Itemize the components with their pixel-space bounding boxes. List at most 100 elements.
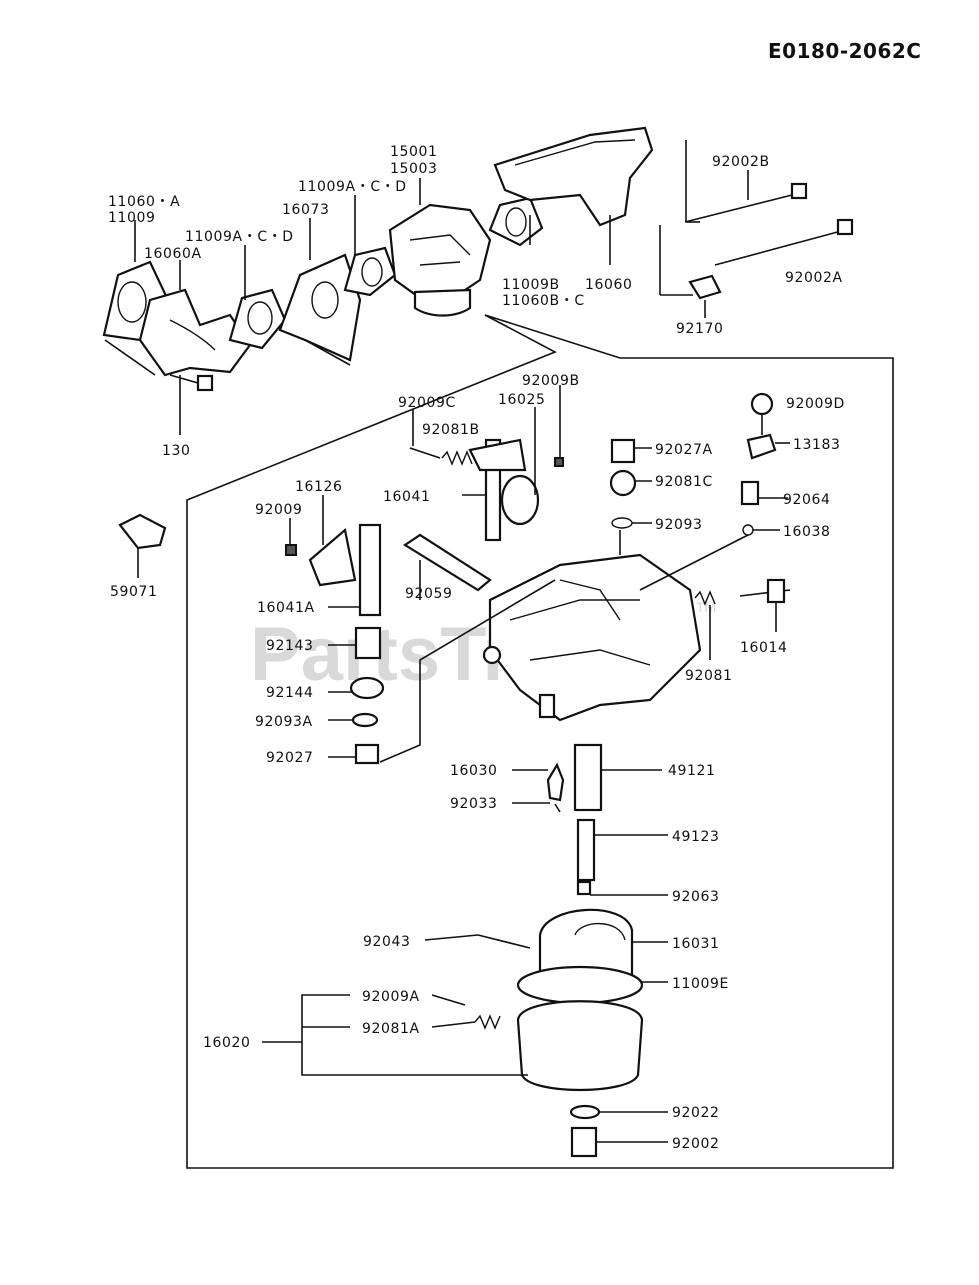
upper-leaders [104, 140, 749, 578]
spring-92081 [694, 590, 716, 606]
gasket-11009E [516, 965, 644, 1005]
carburetor-float-bowl [413, 288, 472, 317]
washer-13183 [746, 433, 777, 460]
label-92027: 92027 [266, 750, 314, 766]
label-92063: 92063 [672, 889, 720, 905]
label-11009A-left: 11009A・C・D [185, 229, 294, 245]
assembly-boundary [186, 314, 894, 1169]
bolt-130-head [196, 374, 214, 392]
label-92022: 92022 [672, 1105, 720, 1121]
gasket-11009A-right-hole [361, 257, 383, 287]
label-11009B: 11009B [502, 277, 560, 293]
bolt-92002B-head [790, 182, 808, 200]
washer-92093A [351, 712, 379, 728]
label-15003: 15003 [390, 161, 438, 177]
jet-49123 [576, 818, 596, 882]
label-11009: 11009 [108, 210, 156, 226]
label-92009B: 92009B [522, 373, 580, 389]
elbow-16060 [493, 126, 654, 227]
seal-92059 [402, 533, 492, 592]
carburetor-body-leg [538, 693, 556, 719]
lower-leaders [262, 385, 790, 1143]
label-92033: 92033 [450, 796, 498, 812]
label-92009A: 92009A [362, 989, 420, 1005]
throttle-plate-16126 [308, 527, 357, 587]
label-11060-A: 11060・A [108, 194, 180, 210]
label-92143: 92143 [266, 638, 314, 654]
spring-92144 [349, 676, 385, 700]
label-130: 130 [162, 443, 191, 459]
watermark-trademark: TM [696, 599, 716, 615]
gasket-11009A-left-hole [247, 301, 273, 335]
bolt-92002 [570, 1126, 598, 1158]
plate-92170 [688, 274, 722, 300]
gasket-11009A-right [343, 246, 397, 297]
emulsion-tube-49121 [573, 743, 603, 812]
washer-92022 [569, 1104, 601, 1120]
label-92081B: 92081B [422, 422, 480, 438]
gasket-11060-hole [117, 281, 147, 323]
spacer-16073 [278, 253, 362, 362]
label-16041: 16041 [383, 489, 431, 505]
label-15001: 15001 [390, 144, 438, 160]
label-16126: 16126 [295, 479, 343, 495]
seal-92143 [354, 626, 382, 660]
label-92027A: 92027A [655, 442, 713, 458]
screw-92064 [740, 480, 760, 506]
label-92002A: 92002A [785, 270, 843, 286]
label-92081C: 92081C [655, 474, 713, 490]
carburetor-15001-detail [409, 234, 471, 266]
label-92081: 92081 [685, 668, 733, 684]
label-16038: 16038 [783, 524, 831, 540]
spring-92081B [441, 450, 473, 466]
label-92081A: 92081A [362, 1021, 420, 1037]
carburetor-body [488, 553, 702, 722]
carburetor-body-boss [482, 645, 502, 665]
spring-92081C [609, 469, 637, 497]
gasket-11009A-left [228, 288, 287, 350]
pin-92043 [477, 934, 531, 949]
intake-assembly [102, 126, 854, 550]
screw-92009 [285, 544, 297, 556]
needle-16014-head [766, 578, 786, 604]
spring-92081A [474, 1014, 501, 1030]
label-49121: 49121 [668, 763, 716, 779]
spacer-16073-hole [311, 281, 339, 319]
label-92043: 92043 [363, 934, 411, 950]
choke-plate-16025 [500, 474, 540, 526]
cap-92027 [354, 743, 380, 765]
clip-92033 [554, 803, 561, 813]
elbow-16060A-contour [169, 319, 216, 351]
ring-92093 [611, 517, 633, 529]
label-92002B: 92002B [712, 154, 770, 170]
bolt-92002B [684, 192, 801, 223]
carb-internals [285, 392, 791, 1158]
label-92144: 92144 [266, 685, 314, 701]
part-labels: 11060・A 11009 16060A 11009A・C・D 16073 11… [108, 144, 844, 1152]
bolt-92002A [714, 229, 846, 266]
screw-92009B [554, 457, 564, 467]
label-16073: 16073 [282, 202, 330, 218]
label-16014: 16014 [740, 640, 788, 656]
label-92170: 92170 [676, 321, 724, 337]
carburetor-15001 [388, 203, 492, 302]
label-16041A: 16041A [257, 600, 315, 616]
shaft-16041A [358, 523, 382, 617]
label-16031: 16031 [672, 936, 720, 952]
label-13183: 13183 [793, 437, 841, 453]
label-11009A-right: 11009A・C・D [298, 179, 407, 195]
bolt-92002A-head [836, 218, 854, 236]
label-92002: 92002 [672, 1136, 720, 1152]
screw-92009D [750, 392, 774, 416]
ring-16038 [742, 524, 754, 536]
screw-92009C [409, 447, 441, 459]
needle-16030 [546, 762, 565, 802]
label-59071: 59071 [110, 584, 158, 600]
label-92064: 92064 [783, 492, 831, 508]
label-16030: 16030 [450, 763, 498, 779]
bowl-16020 [516, 1000, 644, 1092]
label-92009: 92009 [255, 502, 303, 518]
label-16060: 16060 [585, 277, 633, 293]
label-16020: 16020 [203, 1035, 251, 1051]
